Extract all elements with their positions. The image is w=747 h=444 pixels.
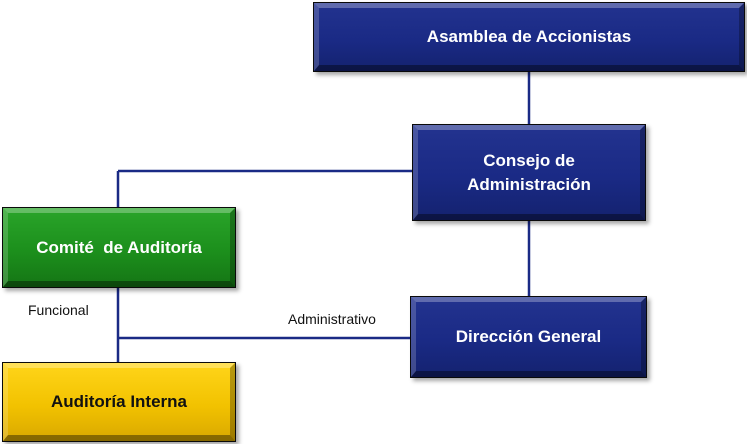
direccion-general-box: Dirección General bbox=[410, 296, 647, 378]
consejo-de-administracion-box: Consejo de Administración bbox=[412, 124, 646, 221]
direccion-general-label: Dirección General bbox=[455, 327, 602, 346]
asamblea-de-accionistas-box: Asamblea de Accionistas bbox=[313, 2, 745, 72]
administrativo-edge-label: Administrativo bbox=[288, 311, 376, 327]
comite-de-auditoria-box: Comité de Auditoría bbox=[2, 207, 236, 288]
auditoria-interna-box: Auditoría Interna bbox=[2, 362, 236, 442]
comite-de-auditoria-label: Comité de Auditoría bbox=[36, 237, 202, 257]
consejo-de-administracion-label: Consejo de Administración bbox=[467, 150, 591, 194]
funcional-edge-label: Funcional bbox=[28, 302, 89, 318]
asamblea-de-accionistas-label: Asamblea de Accionistas bbox=[426, 27, 632, 46]
auditoria-interna-label: Auditoría Interna bbox=[50, 392, 187, 411]
